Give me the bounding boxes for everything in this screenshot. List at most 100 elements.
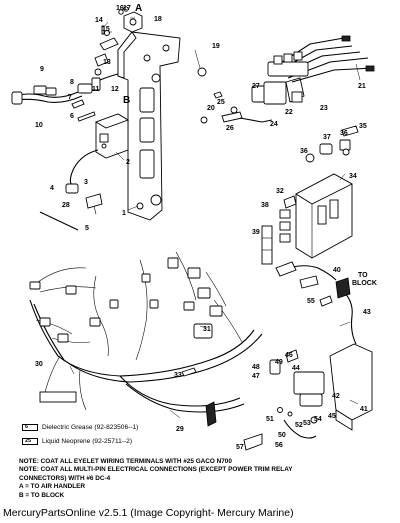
bolts-6-7 <box>71 99 96 122</box>
to-block-label-1: TO <box>358 272 368 279</box>
leader-lines <box>69 17 361 419</box>
callout-52: 52 <box>295 422 303 429</box>
grease-tube-number: 6 <box>25 423 29 430</box>
callout-6: 6 <box>70 113 74 120</box>
callout-30: 30 <box>35 361 43 368</box>
callout-2: 2 <box>126 159 130 166</box>
callout-34: 34 <box>349 173 357 180</box>
callout-41: 41 <box>360 406 368 413</box>
callout-12: 12 <box>111 86 119 93</box>
diagram-notes: NOTE: COAT ALL EYELET WIRING TERMINALS W… <box>19 458 389 500</box>
note-multipin-1: NOTE: COAT ALL MULTI-PIN ELECTRICAL CONN… <box>19 466 293 474</box>
callout-56: 56 <box>275 442 283 449</box>
callout-46: 46 <box>285 352 293 359</box>
callout-4: 4 <box>50 185 54 192</box>
callout-19: 19 <box>212 43 220 50</box>
callout-37: 37 <box>323 134 331 141</box>
callout-1: 1 <box>122 210 126 217</box>
callout-36-lower: 36 <box>300 148 308 155</box>
part-2-module <box>94 113 130 159</box>
trim-relay-assembly <box>269 343 373 439</box>
part-57-bracket <box>243 433 263 451</box>
harness-40 <box>275 261 337 289</box>
callout-5: 5 <box>85 225 89 232</box>
part-18-block <box>123 11 143 33</box>
copyright-footer: MercuryPartsOnline v2.5.1 (Image Copyrig… <box>3 507 294 519</box>
callout-33: 33 <box>174 372 182 379</box>
callout-39: 39 <box>252 229 260 236</box>
callout-15: 15 <box>102 26 110 33</box>
part-13-clamp <box>94 53 109 67</box>
callout-42: 42 <box>332 393 340 400</box>
callout-50: 50 <box>278 432 286 439</box>
part-19-washer <box>197 67 207 77</box>
neoprene-tube-icon: 25 <box>22 437 38 445</box>
parts-43-55 <box>319 277 357 345</box>
callout-21: 21 <box>358 83 366 90</box>
relay-cluster <box>200 77 305 124</box>
callout-3: 3 <box>84 179 88 186</box>
callout-48: 48 <box>252 364 260 371</box>
key-a: A = TO AIR HANDLER <box>19 483 85 491</box>
callout-28: 28 <box>62 202 70 209</box>
lubricant-legend: 6 Dielectric Grease (92-823506--1) 25 Li… <box>22 420 138 448</box>
connectors-35-37 <box>305 125 359 163</box>
callout-24: 24 <box>270 121 278 128</box>
callout-20: 20 <box>207 105 215 112</box>
grease-tube-icon: 6 <box>22 423 38 431</box>
callout-40: 40 <box>333 267 341 274</box>
callout-32: 32 <box>276 188 284 195</box>
callout-38: 38 <box>261 202 269 209</box>
callout-54: 54 <box>314 416 322 423</box>
legend-row-neoprene: 25 Liquid Neoprene (92-25711--2) <box>22 434 138 448</box>
callout-45: 45 <box>328 413 336 420</box>
callout-53: 53 <box>303 420 311 427</box>
callout-55: 55 <box>307 298 315 305</box>
electrical-plate <box>117 31 181 221</box>
callout-49: 49 <box>275 359 283 366</box>
main-harness <box>29 251 263 413</box>
sensor-harness-left <box>11 68 119 105</box>
callout-36-upper: 36 <box>340 130 348 137</box>
neoprene-tube-number: 25 <box>25 437 32 444</box>
callout-27: 27 <box>252 83 260 90</box>
callout-labels: 16 17 A 18 14 15 13 9 8 11 12 B 7 6 10 2… <box>35 3 377 451</box>
callout-14: 14 <box>95 17 103 24</box>
hardware-14-17 <box>99 6 129 51</box>
callout-10: 10 <box>35 122 43 129</box>
note-eyelet: NOTE: COAT ALL EYELET WIRING TERMINALS W… <box>19 458 232 465</box>
to-block-label-2: BLOCK <box>352 280 377 287</box>
key-b: B = TO BLOCK <box>19 491 65 499</box>
neoprene-label: Liquid Neoprene (92-25711--2) <box>42 437 133 445</box>
callout-43: 43 <box>363 309 371 316</box>
callout-11: 11 <box>92 86 100 93</box>
callout-23: 23 <box>320 105 328 112</box>
grease-label: Dielectric Grease (92-823506--1) <box>42 423 139 431</box>
part-33-bolt <box>181 367 197 377</box>
callout-51: 51 <box>266 416 274 423</box>
callout-18: 18 <box>154 16 162 23</box>
marker-b: B <box>123 95 130 106</box>
callout-17: 17 <box>123 5 131 12</box>
callout-9: 9 <box>40 66 44 73</box>
part-28-rod <box>39 211 79 231</box>
parts-32-38-39 <box>261 195 297 265</box>
ecm-module-34 <box>295 173 353 259</box>
clamp-lower-left <box>205 401 217 427</box>
legend-row-grease: 6 Dielectric Grease (92-823506--1) <box>22 420 138 434</box>
callout-47: 47 <box>252 373 260 380</box>
callout-13: 13 <box>103 59 111 66</box>
marker-a: A <box>135 3 142 14</box>
sensor-3-4-5 <box>65 149 103 215</box>
callout-57: 57 <box>236 444 244 451</box>
callout-44: 44 <box>292 365 300 372</box>
callout-35: 35 <box>359 123 367 130</box>
callout-25: 25 <box>217 99 225 106</box>
callout-22: 22 <box>285 109 293 116</box>
callout-8: 8 <box>70 79 74 86</box>
callout-31: 31 <box>203 326 211 333</box>
callout-16: 16 <box>116 5 124 12</box>
callout-26: 26 <box>226 125 234 132</box>
callout-7: 7 <box>68 94 72 101</box>
